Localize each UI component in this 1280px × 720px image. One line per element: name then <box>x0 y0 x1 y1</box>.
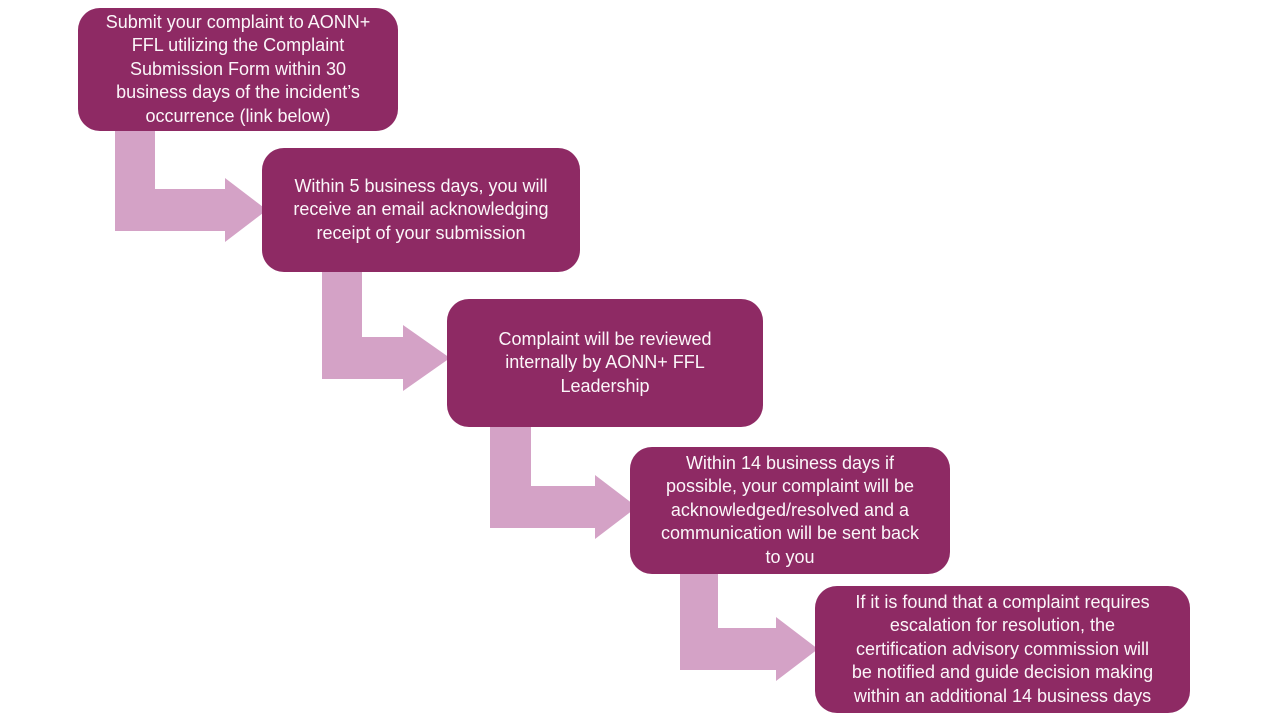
step-1-text: Submit your complaint to AONN+ FFL utili… <box>105 11 371 126</box>
step-2-text: Within 5 business days, you will receive… <box>293 175 549 243</box>
step-4-text: Within 14 business days if possible, you… <box>660 452 920 567</box>
elbow-arrow-step2-to-step3-icon <box>322 268 450 391</box>
elbow-arrow-step1-to-step2-icon <box>115 128 267 242</box>
step-5-escalation-box: If it is found that a complaint requires… <box>815 586 1190 713</box>
step-5-text: If it is found that a complaint requires… <box>851 591 1154 706</box>
step-3-internal-review-box: Complaint will be reviewed internally by… <box>447 299 763 427</box>
step-2-acknowledgement-email-box: Within 5 business days, you will receive… <box>262 148 580 272</box>
elbow-arrow-step4-to-step5-icon <box>680 565 818 681</box>
step-1-submit-complaint-box: Submit your complaint to AONN+ FFL utili… <box>78 8 398 131</box>
step-3-text: Complaint will be reviewed internally by… <box>498 328 712 396</box>
step-4-resolution-communication-box: Within 14 business days if possible, you… <box>630 447 950 574</box>
elbow-arrow-step3-to-step4-icon <box>490 420 637 539</box>
